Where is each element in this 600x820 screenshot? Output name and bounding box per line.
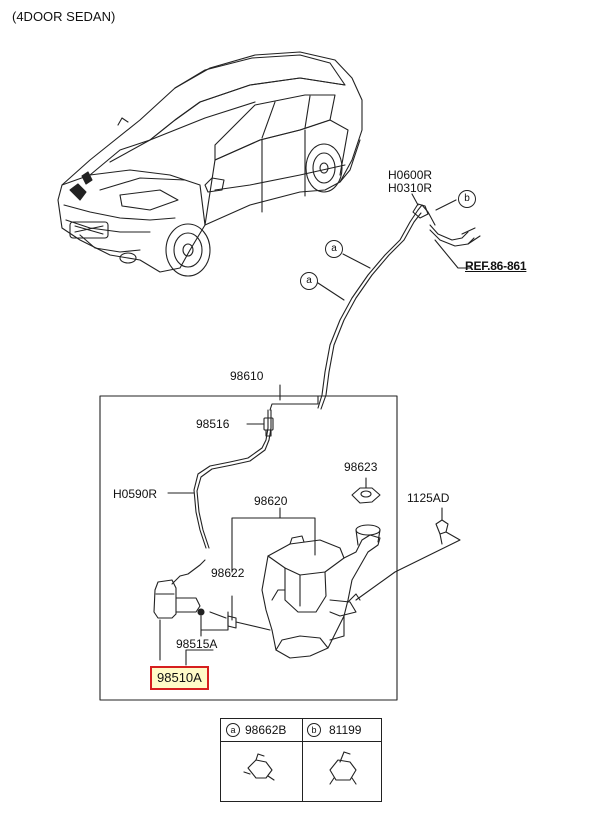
label-98510a-highlighted[interactable]: 98510A [150, 666, 209, 690]
washer-hose-route [317, 203, 481, 410]
clip-81199-icon [329, 751, 357, 785]
legend-b-circle: b [307, 723, 321, 737]
callout-a-lower: a [300, 272, 318, 290]
label-h0310r[interactable]: H0310R [388, 181, 433, 195]
label-98622[interactable]: 98622 [211, 566, 245, 580]
mounting-bolt [355, 507, 461, 601]
callout-a-upper: a [325, 240, 343, 258]
legend-divider [302, 719, 303, 801]
label-98620[interactable]: 98620 [254, 494, 288, 508]
washer-pump [153, 559, 206, 661]
legend-a-circle: a [226, 723, 240, 737]
sedan-illustration [57, 51, 363, 277]
label-98515a[interactable]: 98515A [176, 637, 218, 651]
legend-a-code[interactable]: 98662B [245, 723, 287, 737]
washer-reservoir [261, 524, 381, 659]
legend-header [221, 719, 381, 742]
label-98623[interactable]: 98623 [344, 460, 378, 474]
diagram-title: (4DOOR SEDAN) [12, 9, 116, 24]
assembly-frame [99, 395, 398, 701]
label-1125ad[interactable]: 1125AD [407, 491, 450, 505]
legend-table: a 98662B b 81199 [220, 718, 382, 802]
label-98516[interactable]: 98516 [196, 417, 230, 431]
clip-98662b-icon [243, 753, 275, 781]
legend-b-code[interactable]: 81199 [329, 723, 362, 737]
reservoir-cap [351, 477, 381, 504]
label-h0600r[interactable]: H0600R [388, 168, 433, 182]
label-h0590r[interactable]: H0590R [113, 487, 158, 501]
callout-b: b [458, 190, 476, 208]
label-98610[interactable]: 98610 [230, 369, 264, 383]
ref-link[interactable]: REF.86-861 [465, 259, 527, 273]
